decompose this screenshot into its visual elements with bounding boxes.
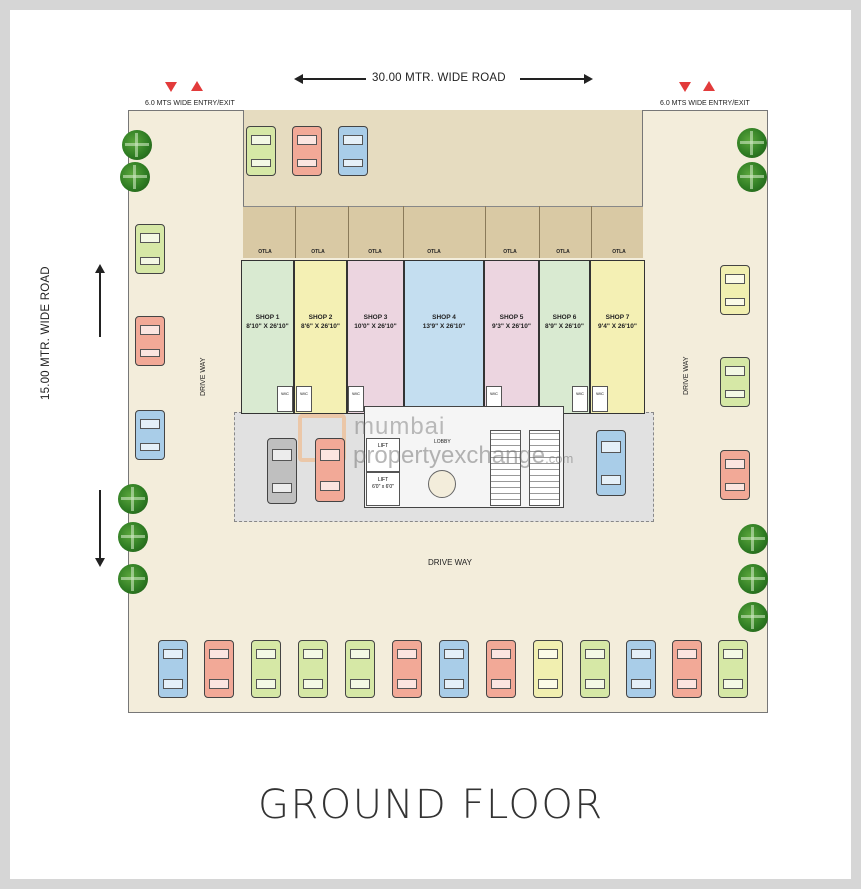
- stair-landing: [520, 430, 530, 506]
- car-icon: [204, 640, 234, 698]
- car-icon: [267, 438, 297, 504]
- wc-shop-2: W/C: [296, 386, 312, 412]
- shop-2-name: SHOP 2: [308, 314, 333, 321]
- shop-1-name: SHOP 1: [255, 314, 280, 321]
- wc-shop-5: W/C: [486, 386, 502, 412]
- shop-4: SHOP 4 13'9" X 26'10": [404, 260, 484, 414]
- car-icon: [720, 450, 750, 500]
- car-icon: [720, 357, 750, 407]
- car-icon: [135, 224, 165, 274]
- otla-label-3: OTLA: [368, 249, 382, 255]
- car-icon: [392, 640, 422, 698]
- car-icon: [672, 640, 702, 698]
- car-icon: [596, 430, 626, 496]
- shop-7-name: SHOP 7: [605, 314, 630, 321]
- shop-4-name: SHOP 4: [432, 314, 456, 321]
- driveway-left-label: DRIVE WAY: [200, 357, 207, 396]
- tree-icon: [122, 130, 152, 160]
- shop-7-size: 9'4" X 26'10": [598, 323, 637, 330]
- tree-icon: [118, 564, 148, 594]
- entry-arrow-out-right-icon: [703, 81, 715, 91]
- watermark-text-2: propertyexchange.com: [353, 442, 574, 469]
- road-top-arrow-left: [298, 78, 366, 80]
- otla-dividers: [243, 206, 643, 258]
- shop-4-size: 13'9" X 26'10": [422, 323, 466, 330]
- car-icon: [338, 126, 368, 176]
- tree-icon: [118, 484, 148, 514]
- lift-1: LIFT: [366, 438, 400, 472]
- car-icon: [533, 640, 563, 698]
- tree-icon: [118, 522, 148, 552]
- shop-6-size: 8'9" X 26'10": [545, 323, 584, 330]
- otla-label-1: OTLA: [258, 249, 272, 255]
- tree-icon: [120, 162, 150, 192]
- tree-icon: [737, 128, 767, 158]
- road-side-arrowhead-down-icon: [95, 558, 105, 567]
- otla-label-4: OTLA: [427, 249, 441, 255]
- tree-icon: [738, 524, 768, 554]
- lobby-label: LOBBY: [434, 439, 451, 445]
- wc-shop-1: W/C: [277, 386, 293, 412]
- road-side-label: 15.00 MTR. WIDE ROAD: [40, 266, 52, 400]
- entry-arrow-in-right-icon: [679, 82, 691, 92]
- road-top-label: 30.00 MTR. WIDE ROAD: [372, 72, 506, 84]
- car-icon: [246, 126, 276, 176]
- lobby-door-icon: [428, 470, 456, 498]
- car-icon: [135, 410, 165, 460]
- otla-band: [243, 206, 643, 258]
- car-icon: [580, 640, 610, 698]
- tree-icon: [738, 564, 768, 594]
- car-icon: [135, 316, 165, 366]
- car-icon: [345, 640, 375, 698]
- watermark-text-1: mumbai: [354, 413, 446, 440]
- otla-label-6: OTLA: [556, 249, 570, 255]
- wc-shop-3: W/C: [348, 386, 364, 412]
- car-icon: [720, 265, 750, 315]
- tree-icon: [738, 602, 768, 632]
- page-title: GROUND FLOOR: [258, 782, 604, 828]
- otla-label-5: OTLA: [503, 249, 517, 255]
- shop-3-size: 10'0" X 26'10": [354, 323, 397, 330]
- page-frame: OTLA OTLA OTLA OTLA OTLA OTLA OTLA SHOP …: [10, 10, 851, 879]
- wc-shop-7: W/C: [592, 386, 608, 412]
- tree-icon: [737, 162, 767, 192]
- shop-6: SHOP 6 8'9" X 26'10": [539, 260, 590, 414]
- car-icon: [439, 640, 469, 698]
- otla-label-2: OTLA: [311, 249, 325, 255]
- shop-2-size: 8'6" X 26'10": [301, 323, 340, 330]
- road-top-arrowhead-left-icon: [294, 74, 303, 84]
- entry-arrow-in-left-icon: [165, 82, 177, 92]
- driveway-bottom-label: DRIVE WAY: [428, 558, 473, 567]
- road-side-arrowhead-up-icon: [95, 264, 105, 273]
- otla-label-7: OTLA: [612, 249, 626, 255]
- wc-shop-6: W/C: [572, 386, 588, 412]
- entry-exit-left: 6.0 MTS WIDE ENTRY/EXIT: [145, 100, 235, 107]
- shop-6-name: SHOP 6: [552, 314, 577, 321]
- road-top-arrow-right: [520, 78, 588, 80]
- car-icon: [292, 126, 322, 176]
- car-icon: [626, 640, 656, 698]
- entry-exit-right: 6.0 MTS WIDE ENTRY/EXIT: [660, 100, 750, 107]
- road-top-arrowhead-right-icon: [584, 74, 593, 84]
- car-icon: [158, 640, 188, 698]
- shop-3-name: SHOP 3: [363, 314, 388, 321]
- shop-1-size: 8'10" X 26'10": [246, 323, 289, 330]
- road-side-arrow-down: [99, 490, 101, 560]
- car-icon: [315, 438, 345, 502]
- entry-arrow-out-left-icon: [191, 81, 203, 91]
- car-icon: [486, 640, 516, 698]
- car-icon: [718, 640, 748, 698]
- driveway-right-label: DRIVE WAY: [683, 356, 690, 395]
- shop-5-name: SHOP 5: [499, 314, 524, 321]
- car-icon: [251, 640, 281, 698]
- road-side-arrow-up: [99, 272, 101, 337]
- car-icon: [298, 640, 328, 698]
- shop-5-size: 9'3" X 26'10": [492, 323, 531, 330]
